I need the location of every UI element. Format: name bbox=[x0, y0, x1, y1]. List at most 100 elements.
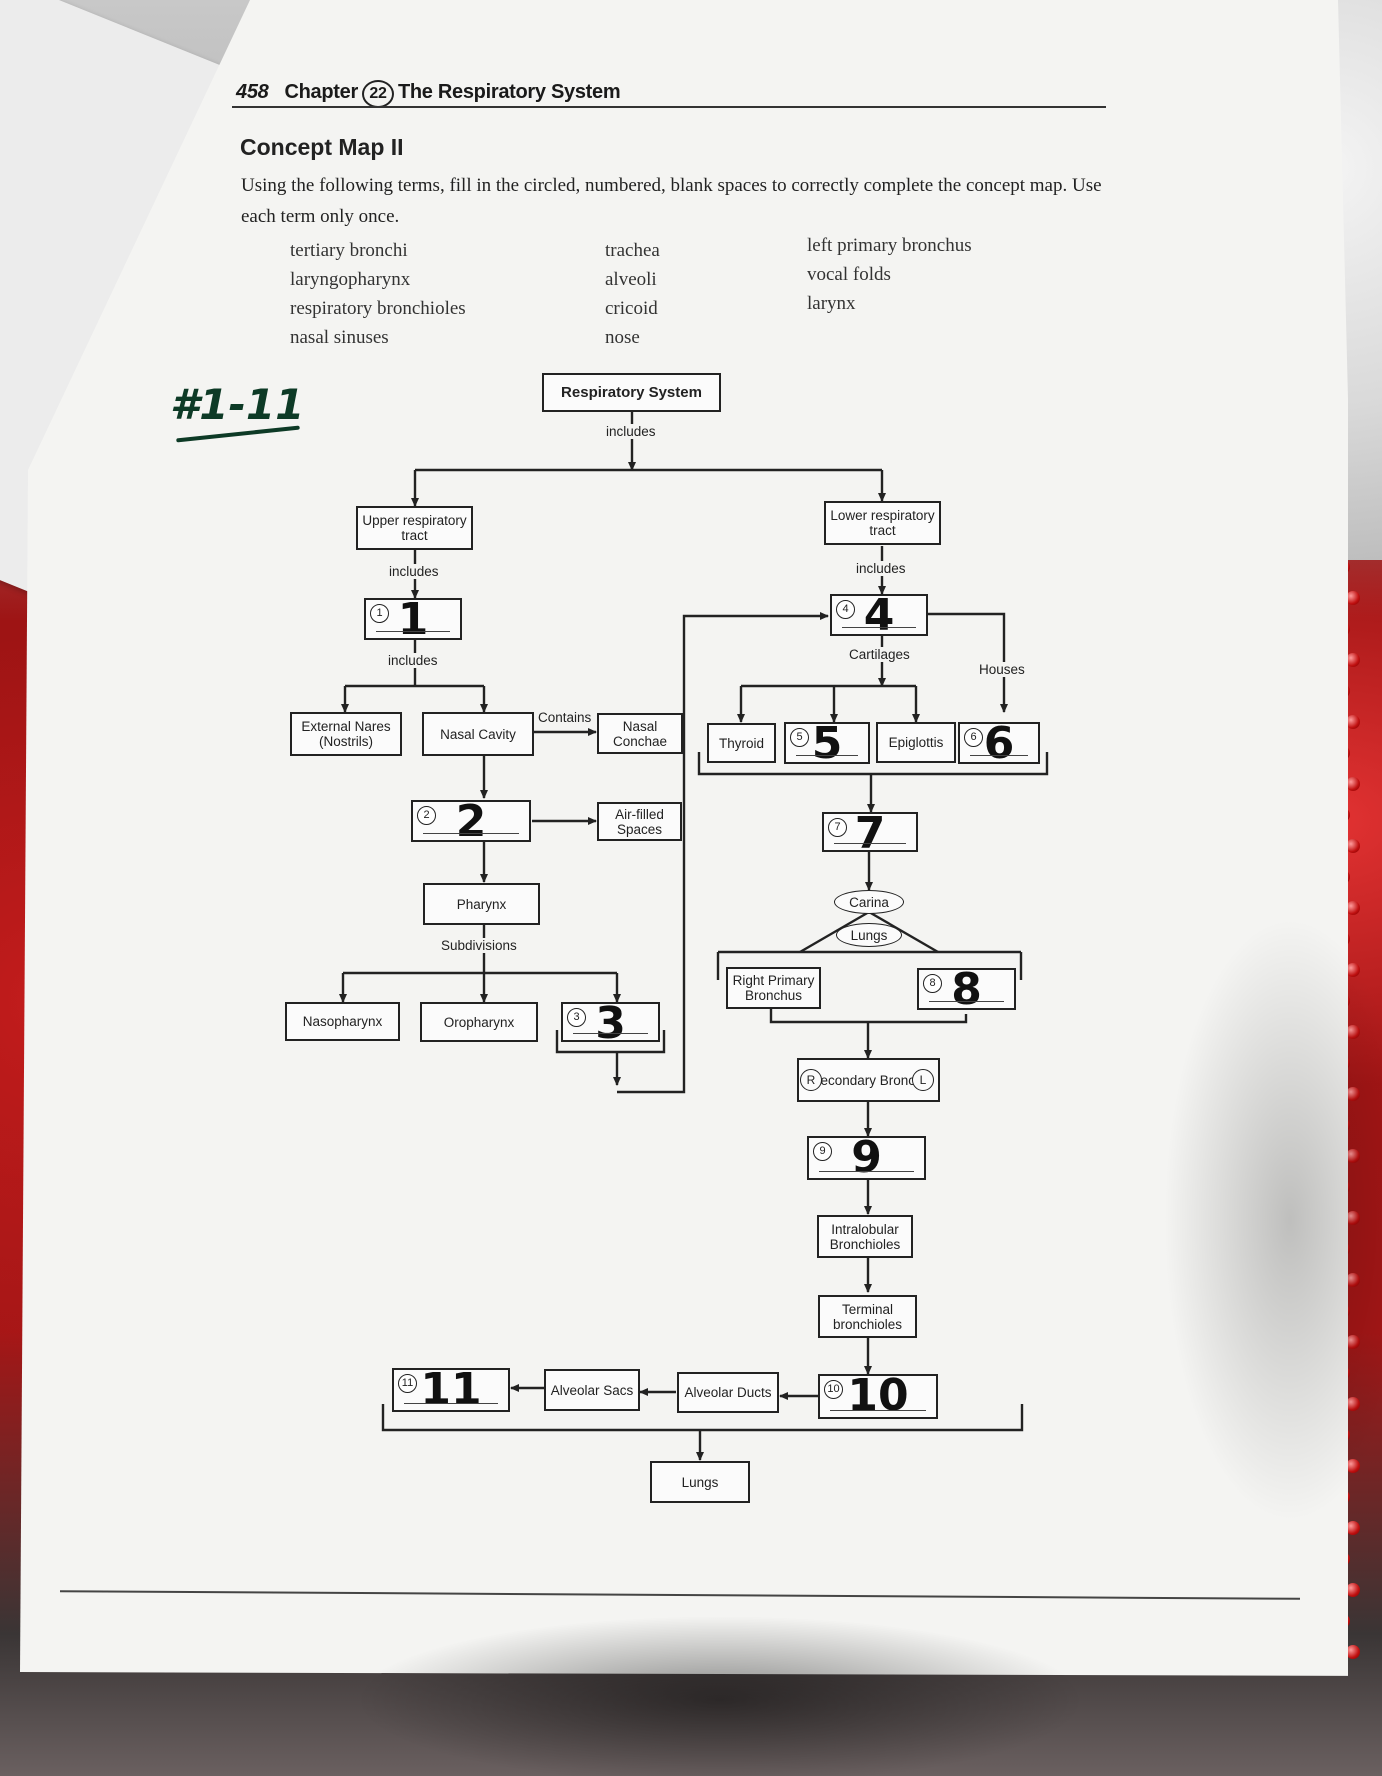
answer-blank-10[interactable]: 10 10 bbox=[818, 1370, 938, 1421]
tray-dot bbox=[1346, 1583, 1360, 1597]
handwritten-answer: 4 bbox=[863, 590, 895, 641]
term: left primary bronchus bbox=[807, 235, 972, 256]
air-filled-box: Air-filled Spaces bbox=[597, 802, 682, 841]
blank-underline bbox=[404, 1403, 498, 1404]
blank-number: 3 bbox=[567, 1008, 586, 1027]
blank-underline bbox=[929, 1001, 1004, 1002]
blank-number: 2 bbox=[417, 806, 436, 825]
term: cricoid bbox=[605, 298, 658, 319]
handwritten-answer: 6 bbox=[983, 718, 1015, 769]
blank-underline bbox=[573, 1033, 648, 1034]
page-number: 458 bbox=[236, 81, 269, 103]
answer-blank-1[interactable]: 1 1 bbox=[364, 594, 462, 645]
blank-underline bbox=[970, 755, 1028, 756]
answer-blank-4[interactable]: 4 4 bbox=[830, 590, 928, 641]
tray-dot bbox=[1346, 591, 1360, 605]
blank-underline bbox=[423, 833, 519, 834]
blank-underline bbox=[830, 1410, 926, 1411]
link-cartilages: Cartilages bbox=[848, 647, 911, 662]
tray-dot bbox=[1346, 1025, 1360, 1039]
lungs-oval: Lungs bbox=[836, 923, 902, 947]
term: laryngopharynx bbox=[290, 269, 411, 290]
tray-dot bbox=[1346, 963, 1360, 977]
answer-blank-6[interactable]: 6 6 bbox=[958, 718, 1040, 769]
answer-blank-5[interactable]: 5 5 bbox=[784, 718, 870, 769]
answer-blank-7[interactable]: 7 7 bbox=[822, 808, 918, 859]
intralobular-bronchioles-box: Intralobular Bronchioles bbox=[817, 1215, 913, 1258]
blank-underline bbox=[796, 755, 858, 756]
blank-underline bbox=[834, 843, 906, 844]
lower-respiratory-box: Lower respiratory tract bbox=[824, 501, 941, 545]
handwritten-answer: 7 bbox=[854, 808, 886, 859]
blank-number: 6 bbox=[964, 728, 983, 747]
answer-blank-2[interactable]: 2 2 bbox=[411, 796, 531, 847]
lungs-box: Lungs bbox=[650, 1461, 750, 1503]
tray-dot bbox=[1346, 1521, 1360, 1535]
epiglottis-box: Epiglottis bbox=[876, 722, 956, 763]
alveolar-sacs-box: Alveolar Sacs bbox=[544, 1369, 640, 1411]
tray-dot bbox=[1346, 777, 1360, 791]
tray-dot bbox=[1346, 1397, 1360, 1411]
handwritten-answer: 10 bbox=[847, 1370, 909, 1421]
blank-number: 7 bbox=[828, 818, 847, 837]
link-includes: includes bbox=[855, 561, 907, 576]
link-contains: Contains bbox=[537, 710, 593, 725]
blank-number: 8 bbox=[923, 974, 942, 993]
blank-number: 10 bbox=[824, 1380, 843, 1399]
blank-number: 11 bbox=[398, 1374, 417, 1393]
link-includes: includes bbox=[387, 653, 439, 668]
left-side-marker: L bbox=[912, 1069, 934, 1091]
blank-underline bbox=[842, 627, 916, 628]
handwritten-answer: 2 bbox=[455, 796, 487, 847]
header-rule bbox=[232, 106, 1106, 108]
term: larynx bbox=[807, 293, 856, 314]
term: respiratory bronchioles bbox=[290, 298, 466, 319]
nasal-cavity-box: Nasal Cavity bbox=[422, 712, 534, 756]
link-houses: Houses bbox=[978, 662, 1026, 677]
handwritten-annotation: #1-11 bbox=[170, 380, 305, 429]
root-box: Respiratory System bbox=[542, 373, 721, 412]
tray-dot bbox=[1346, 1149, 1360, 1163]
handwritten-answer: 8 bbox=[951, 964, 982, 1015]
answer-blank-3[interactable]: 3 3 bbox=[561, 998, 660, 1049]
right-primary-bronchus-box: Right Primary Bronchus bbox=[726, 967, 821, 1009]
right-side-marker: R bbox=[800, 1069, 822, 1091]
term: tertiary bronchi bbox=[290, 240, 408, 261]
chapter-title: The Respiratory System bbox=[397, 81, 621, 103]
link-subdivisions: Subdivisions bbox=[440, 938, 518, 953]
blank-number: 1 bbox=[370, 604, 389, 623]
term: nasal sinuses bbox=[290, 327, 389, 348]
section-title: Concept Map II bbox=[240, 134, 404, 160]
blank-number: 5 bbox=[790, 728, 809, 747]
blank-number: 4 bbox=[836, 600, 855, 619]
alveolar-ducts-box: Alveolar Ducts bbox=[677, 1372, 779, 1413]
thyroid-box: Thyroid bbox=[707, 723, 776, 763]
tray-dot bbox=[1346, 1211, 1360, 1225]
chapter-label: Chapter bbox=[284, 81, 358, 103]
blank-underline bbox=[819, 1171, 914, 1172]
answer-blank-9[interactable]: 9 9 bbox=[807, 1132, 926, 1183]
answer-blank-8[interactable]: 8 8 bbox=[917, 964, 1016, 1015]
tray-dot bbox=[1346, 1273, 1360, 1287]
blank-number: 9 bbox=[813, 1142, 832, 1161]
handwritten-answer: 9 bbox=[851, 1132, 882, 1183]
nasopharynx-box: Nasopharynx bbox=[285, 1002, 400, 1041]
terminal-bronchioles-box: Terminal bronchioles bbox=[818, 1295, 917, 1338]
tray-dot bbox=[1346, 653, 1360, 667]
handwritten-answer: 1 bbox=[397, 594, 429, 645]
term: trachea bbox=[605, 240, 660, 261]
handwritten-answer: 11 bbox=[420, 1364, 482, 1415]
pharynx-box: Pharynx bbox=[423, 883, 540, 925]
term: alveoli bbox=[605, 269, 657, 290]
link-includes: includes bbox=[388, 564, 440, 579]
tray-dot bbox=[1346, 1335, 1360, 1349]
blank-underline bbox=[376, 631, 450, 632]
upper-respiratory-box: Upper respiratory tract bbox=[356, 506, 473, 550]
answer-blank-11[interactable]: 11 11 bbox=[392, 1364, 510, 1415]
tray-dot bbox=[1346, 839, 1360, 853]
handwritten-answer: 5 bbox=[811, 718, 843, 769]
link-includes: includes bbox=[605, 424, 657, 439]
nasal-conchae-box: Nasal Conchae bbox=[597, 713, 683, 754]
